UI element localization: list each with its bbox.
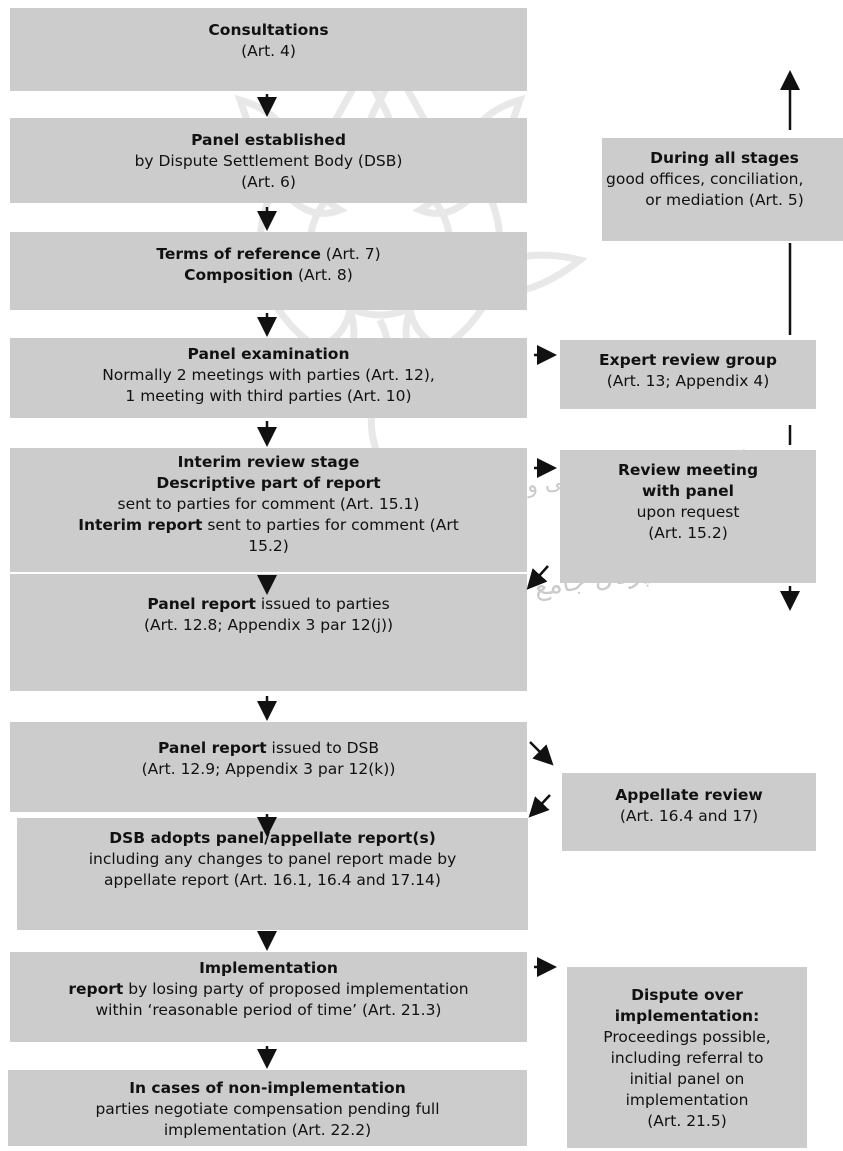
dispute-impl-line3: Proceedings possible,	[603, 1028, 771, 1046]
interim-report-bold: Interim report	[78, 516, 203, 534]
box-interim-review: Interim review stage Descriptive part of…	[10, 448, 527, 572]
box-dispute-implementation: Dispute over implementation: Proceedings…	[567, 967, 807, 1148]
non-impl-line2: parties negotiate compensation pending f…	[95, 1100, 440, 1118]
interim-line5: 15.2)	[248, 537, 289, 555]
all-stages-line3: or mediation (Art. 5)	[645, 191, 804, 209]
implementation-report-bold: report	[68, 980, 124, 998]
expert-ref: (Art. 13; Appendix 4)	[606, 372, 770, 390]
box-dsb-adopts: DSB adopts panel/appellate report(s) inc…	[17, 818, 528, 930]
review-meeting-line4: (Art. 15.2)	[648, 524, 728, 542]
panel-established-by: by Dispute Settlement Body (DSB)	[134, 152, 403, 170]
box-appellate-review: Appellate review (Art. 16.4 and 17)	[562, 773, 816, 851]
dispute-impl-line6: implementation	[625, 1091, 749, 1109]
panel-exam-line2: Normally 2 meetings with parties (Art. 1…	[102, 366, 435, 384]
non-impl-line3: implementation (Art. 22.2)	[163, 1121, 372, 1139]
box-implementation-report: Implementation report by losing party of…	[10, 952, 527, 1042]
panel-exam-line3: 1 meeting with third parties (Art. 10)	[125, 387, 412, 405]
dsb-adopts-line3: appellate report (Art. 16.1, 16.4 and 17…	[104, 871, 441, 889]
terms-line: Terms of reference (Art. 7)	[10, 244, 527, 265]
panel-report-dsb-line1: Panel report issued to DSB	[10, 738, 527, 759]
consultations-ref: (Art. 4)	[241, 42, 296, 60]
interim-line4: Interim report sent to parties for comme…	[10, 515, 527, 536]
panel-established-ref: (Art. 6)	[241, 173, 296, 191]
review-meeting-title: Review meeting	[617, 461, 759, 479]
consultations-title: Consultations	[208, 21, 329, 39]
terms-ref: (Art. 7)	[320, 245, 381, 263]
panel-report-dsb-text: issued to DSB	[266, 739, 380, 757]
panel-report-dsb-ref: (Art. 12.9; Appendix 3 par 12(k))	[141, 760, 396, 778]
arrow-from-appellate	[528, 794, 551, 818]
composition-line: Composition (Art. 8)	[10, 265, 527, 286]
panel-report-parties-bold: Panel report	[147, 595, 256, 613]
panel-report-parties-ref: (Art. 12.8; Appendix 3 par 12(j))	[143, 616, 394, 634]
box-terms: Terms of reference (Art. 7) Composition …	[10, 232, 527, 310]
appellate-ref: (Art. 16.4 and 17)	[619, 807, 759, 825]
dsb-adopts-title: DSB adopts panel/appellate report(s)	[109, 829, 436, 847]
box-non-implementation: In cases of non-implementation parties n…	[8, 1070, 527, 1146]
interim-title: Interim review stage	[177, 453, 360, 471]
implementation-line3: within ‘reasonable period of time’ (Art.…	[95, 1001, 442, 1019]
box-panel-report-dsb: Panel report issued to DSB (Art. 12.9; A…	[10, 722, 527, 812]
interim-title2: Descriptive part of report	[156, 474, 381, 492]
box-all-stages: During all stages good offices, concilia…	[602, 138, 843, 241]
box-panel-established: Panel established by Dispute Settlement …	[10, 118, 527, 203]
implementation-line2: report by losing party of proposed imple…	[10, 979, 527, 1000]
non-impl-title: In cases of non-implementation	[129, 1079, 406, 1097]
panel-report-dsb-bold: Panel report	[157, 739, 267, 757]
expert-title: Expert review group	[599, 351, 777, 369]
arrow-to-appellate	[529, 741, 554, 766]
panel-report-parties-line1: Panel report issued to parties	[10, 594, 527, 615]
dsb-adopts-line2: including any changes to panel report ma…	[88, 850, 457, 868]
panel-exam-title: Panel examination	[187, 345, 350, 363]
dispute-impl-line7: (Art. 21.5)	[647, 1112, 727, 1130]
dispute-impl-line5: initial panel on	[629, 1070, 745, 1088]
all-stages-title: During all stages	[650, 149, 799, 167]
interim-line3: sent to parties for comment (Art. 15.1)	[117, 495, 420, 513]
panel-report-parties-text: issued to parties	[255, 595, 390, 613]
box-review-meeting: Review meeting with panel upon request (…	[560, 450, 816, 583]
box-panel-report-parties: Panel report issued to parties (Art. 12.…	[10, 574, 527, 691]
dispute-impl-line4: including referral to	[610, 1049, 764, 1067]
interim-line4-text: sent to parties for comment (Art	[202, 516, 459, 534]
box-expert-review: Expert review group (Art. 13; Appendix 4…	[560, 340, 816, 409]
implementation-line2-text: by losing party of proposed implementati…	[123, 980, 469, 998]
all-stages-line2: good offices, conciliation,	[606, 170, 804, 188]
composition-title: Composition	[184, 266, 294, 284]
box-consultations: Consultations (Art. 4)	[10, 8, 527, 91]
review-meeting-line3: upon request	[636, 503, 740, 521]
appellate-title: Appellate review	[615, 786, 763, 804]
dispute-impl-title2: implementation:	[614, 1007, 760, 1025]
terms-title: Terms of reference	[156, 245, 321, 263]
box-panel-examination: Panel examination Normally 2 meetings wi…	[10, 338, 527, 418]
composition-ref: (Art. 8)	[293, 266, 353, 284]
dispute-impl-title: Dispute over	[631, 986, 743, 1004]
panel-established-title: Panel established	[191, 131, 346, 149]
implementation-title: Implementation	[199, 959, 338, 977]
review-meeting-title2: with panel	[642, 482, 734, 500]
